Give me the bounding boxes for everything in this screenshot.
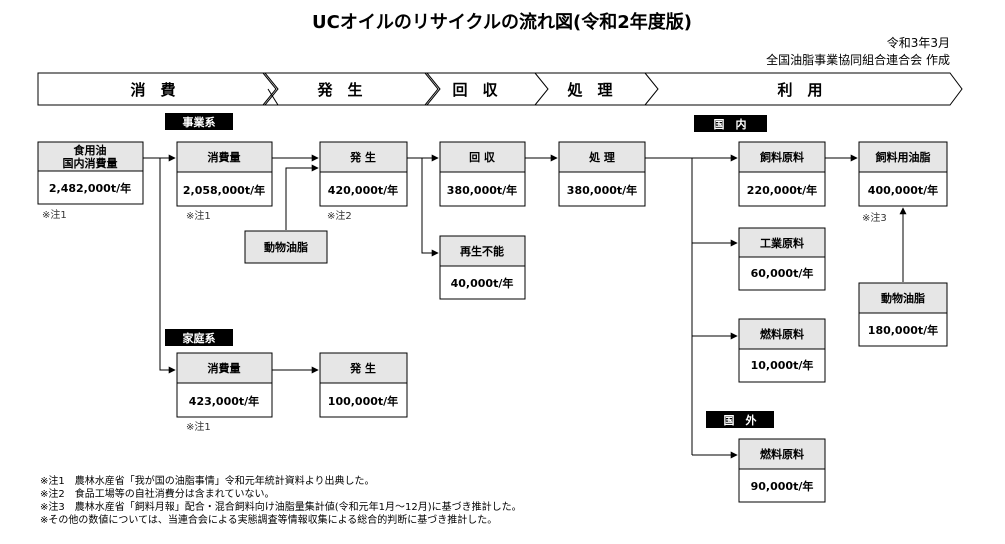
box-business-consumption: 消費量 2,058,000t/年 bbox=[176, 141, 273, 207]
footnote-1: ※注1 農林水産省「我が国の油脂事情」令和元年統計資料より出典した。 bbox=[40, 474, 375, 487]
svg-text:420,000t/年: 420,000t/年 bbox=[328, 183, 398, 197]
svg-text:180,000t/年: 180,000t/年 bbox=[868, 323, 938, 337]
svg-text:40,000t/年: 40,000t/年 bbox=[451, 276, 514, 290]
svg-text:飼料原料: 飼料原料 bbox=[759, 150, 804, 164]
svg-text:380,000t/年: 380,000t/年 bbox=[447, 183, 517, 197]
svg-text:380,000t/年: 380,000t/年 bbox=[567, 183, 637, 197]
box-collection: 回 収 380,000t/年 bbox=[439, 141, 526, 207]
stage-collection: 回 収 bbox=[452, 81, 498, 99]
box-feed-material: 飼料原料 220,000t/年 bbox=[738, 141, 826, 207]
stage-banner bbox=[37, 72, 441, 106]
publisher: 全国油脂事業協同組合連合会 作成 bbox=[766, 52, 950, 67]
flow-connectors bbox=[143, 154, 907, 459]
svg-text:家庭系: 家庭系 bbox=[183, 331, 216, 345]
svg-text:423,000t/年: 423,000t/年 bbox=[189, 394, 259, 408]
box-animal-fat-supply: 動物油脂 180,000t/年 bbox=[858, 282, 948, 347]
note-marker-feed-oil: ※注3 bbox=[862, 211, 887, 224]
box-household-generation: 発 生 100,000t/年 bbox=[319, 352, 408, 418]
svg-text:100,000t/年: 100,000t/年 bbox=[328, 394, 398, 408]
svg-text:国 外: 国 外 bbox=[724, 413, 757, 427]
svg-text:400,000t/年: 400,000t/年 bbox=[868, 183, 938, 197]
box-unrecyclable: 再生不能 40,000t/年 bbox=[439, 235, 526, 300]
tag-domestic: 国 内 bbox=[694, 115, 767, 132]
svg-text:220,000t/年: 220,000t/年 bbox=[747, 183, 817, 197]
svg-text:発 生: 発 生 bbox=[349, 150, 376, 164]
svg-text:動物油脂: 動物油脂 bbox=[881, 291, 925, 305]
svg-text:国内消費量: 国内消費量 bbox=[63, 156, 118, 170]
svg-text:2,058,000t/年: 2,058,000t/年 bbox=[183, 183, 265, 197]
box-domestic-edible-oil: 食用油 国内消費量 2,482,000t/年 bbox=[37, 141, 144, 205]
footnote-3: ※注3 農林水産省「飼料月報」配合・混合飼料向け油脂量集計値(令和元年1月～12… bbox=[40, 500, 522, 513]
box-industrial-material: 工業原料 60,000t/年 bbox=[738, 227, 826, 291]
svg-text:燃料原料: 燃料原料 bbox=[759, 327, 804, 341]
note-marker-total: ※注1 bbox=[42, 208, 67, 221]
box-business-generation: 発 生 420,000t/年 bbox=[319, 141, 408, 207]
svg-text:食用油: 食用油 bbox=[74, 143, 107, 157]
svg-text:回 収: 回 収 bbox=[469, 150, 496, 164]
tag-business: 事業系 bbox=[165, 113, 233, 130]
svg-text:再生不能: 再生不能 bbox=[460, 244, 504, 258]
svg-text:国 内: 国 内 bbox=[714, 117, 747, 131]
svg-text:60,000t/年: 60,000t/年 bbox=[751, 266, 814, 280]
tag-overseas: 国 外 bbox=[706, 411, 774, 428]
svg-text:飼料用油脂: 飼料用油脂 bbox=[875, 150, 931, 164]
stage-utilization: 利 用 bbox=[777, 81, 822, 99]
svg-text:動物油脂: 動物油脂 bbox=[264, 240, 308, 254]
note-marker-household: ※注1 bbox=[186, 420, 211, 433]
svg-text:消費量: 消費量 bbox=[208, 150, 241, 164]
box-feed-oil: 飼料用油脂 400,000t/年 bbox=[858, 141, 948, 207]
box-animal-fat-input: 動物油脂 bbox=[244, 230, 328, 264]
svg-text:燃料原料: 燃料原料 bbox=[759, 447, 804, 461]
diagram-title: UCオイルのリサイクルの流れ図(令和2年度版) bbox=[312, 11, 692, 33]
note-marker-generation: ※注2 bbox=[327, 209, 352, 222]
svg-text:2,482,000t/年: 2,482,000t/年 bbox=[49, 181, 131, 195]
stage-generation: 発 生 bbox=[316, 81, 362, 99]
svg-text:工業原料: 工業原料 bbox=[760, 236, 804, 250]
stage-processing: 処 理 bbox=[566, 81, 612, 99]
box-processing: 処 理 380,000t/年 bbox=[558, 141, 646, 207]
box-fuel-material-overseas: 燃料原料 90,000t/年 bbox=[738, 438, 826, 503]
footnote-4: ※その他の数値については、当連合会による実態調査等情報収集による総合的判断に基づ… bbox=[40, 513, 497, 526]
footnote-2: ※注2 食品工場等の自社消費分は含まれていない。 bbox=[40, 487, 274, 500]
stage-consumption: 消 費 bbox=[130, 81, 175, 99]
svg-text:消費量: 消費量 bbox=[208, 361, 241, 375]
svg-text:事業系: 事業系 bbox=[183, 115, 216, 129]
tag-household: 家庭系 bbox=[165, 329, 233, 346]
note-marker-business: ※注1 bbox=[186, 209, 211, 222]
svg-text:発 生: 発 生 bbox=[349, 361, 376, 375]
box-household-consumption: 消費量 423,000t/年 bbox=[176, 352, 273, 418]
svg-text:90,000t/年: 90,000t/年 bbox=[751, 479, 814, 493]
svg-text:処 理: 処 理 bbox=[588, 150, 615, 164]
svg-text:10,000t/年: 10,000t/年 bbox=[751, 358, 814, 372]
publication-date: 令和3年3月 bbox=[887, 35, 950, 50]
box-fuel-material-domestic: 燃料原料 10,000t/年 bbox=[738, 318, 826, 383]
stage-banner-outline bbox=[37, 72, 963, 106]
